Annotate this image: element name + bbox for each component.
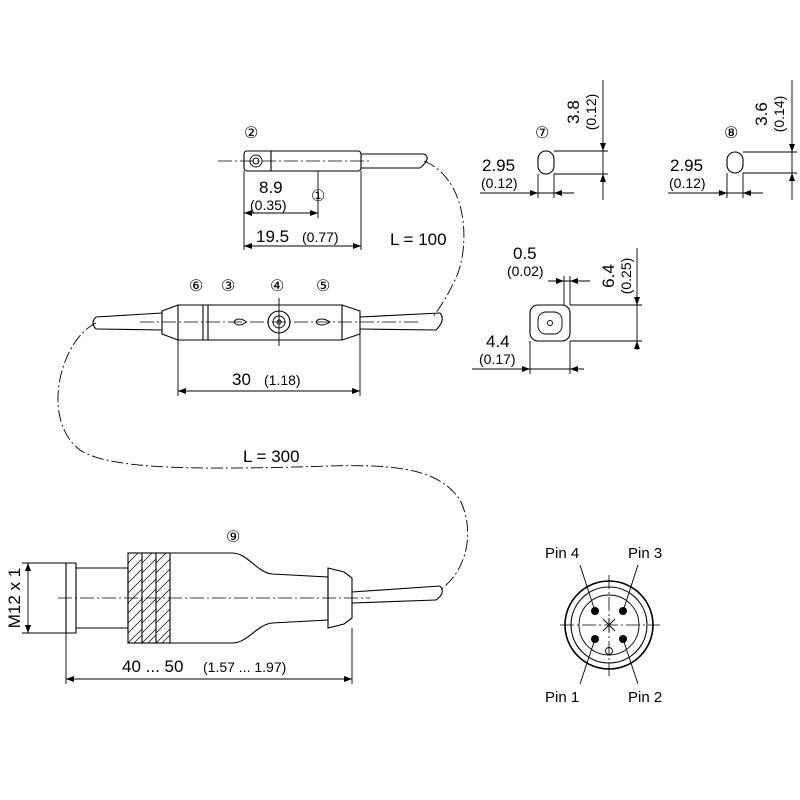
dim-sensor-len-b: 19.5 — [256, 227, 289, 246]
label-pin-4: Pin 4 — [545, 545, 579, 562]
dim-housing-len: 30 — [232, 370, 251, 389]
sensor-body — [218, 150, 428, 172]
slot-detail — [472, 248, 642, 374]
dim-d7-w-inch: (0.12) — [481, 175, 518, 191]
callout-8: ⑧ — [724, 125, 738, 142]
dim-sensor-len-b-inch: (0.77) — [302, 229, 339, 245]
connector-dimensions — [22, 562, 353, 684]
sensor-dimensions — [243, 171, 362, 250]
label-pin-1: Pin 1 — [545, 689, 579, 706]
dim-slot-h-inch: (0.25) — [618, 258, 634, 295]
label-pin-3: Pin 3 — [628, 545, 662, 562]
callout-3: ③ — [221, 278, 235, 295]
dim-d7-h-inch: (0.12) — [583, 94, 599, 131]
m12-connector — [58, 552, 443, 644]
dim-slot-h: 6.4 — [599, 264, 618, 288]
dim-d8-w: 2.95 — [670, 156, 703, 175]
cable-l100 — [423, 160, 465, 319]
inline-housing — [92, 298, 443, 346]
callout-5: ⑤ — [316, 278, 330, 295]
cable-l300 — [57, 322, 469, 591]
dim-d7-h: 3.8 — [564, 100, 583, 124]
detail-7-profile — [480, 80, 608, 200]
dim-cable-l300: L = 300 — [243, 447, 300, 466]
callout-7: ⑦ — [535, 125, 549, 142]
dim-d7-w: 2.95 — [482, 156, 515, 175]
callout-4: ④ — [270, 278, 284, 295]
callout-2: ② — [244, 125, 258, 142]
housing-dimension — [177, 334, 361, 396]
dim-sensor-len-a-inch: (0.35) — [250, 197, 287, 213]
dim-sensor-len-a: 8.9 — [259, 178, 283, 197]
dim-d8-w-inch: (0.12) — [669, 175, 706, 191]
dim-d8-h-inch: (0.14) — [771, 96, 787, 133]
dim-slot-t: 0.5 — [513, 244, 537, 263]
dim-slot-w-inch: (0.17) — [479, 351, 516, 367]
callout-6: ⑥ — [189, 278, 203, 295]
detail-8-profile — [668, 80, 797, 200]
dim-housing-len-inch: (1.18) — [264, 372, 301, 388]
dim-connector-len-inch: (1.57 ... 1.97) — [203, 659, 286, 675]
dim-thread: M12 x 1 — [5, 568, 24, 628]
label-pin-2: Pin 2 — [628, 689, 662, 706]
pin-diagram — [560, 564, 660, 685]
dim-connector-len: 40 ... 50 — [122, 657, 183, 676]
callout-1: ① — [311, 188, 325, 205]
callout-9: ⑨ — [226, 529, 240, 546]
dim-slot-t-inch: (0.02) — [507, 263, 544, 279]
dim-d8-h: 3.6 — [752, 102, 771, 126]
dim-slot-w: 4.4 — [486, 332, 510, 351]
dim-cable-l100: L = 100 — [390, 230, 447, 249]
